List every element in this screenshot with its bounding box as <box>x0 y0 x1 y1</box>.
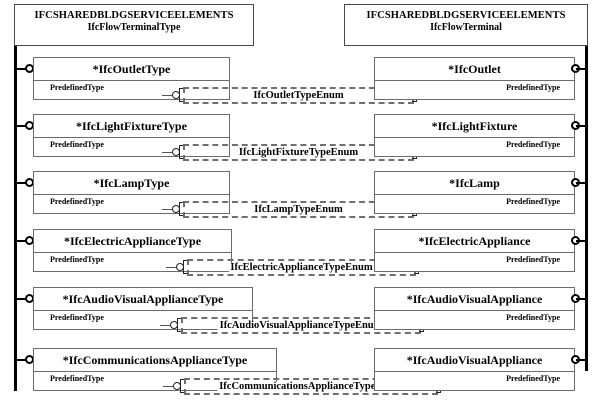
attr-link-left-1 <box>162 95 174 96</box>
attr-label-left-6: PredefinedType <box>50 374 104 383</box>
entity-box-right-2[interactable]: *IfcLightFixture PredefinedType <box>374 114 575 157</box>
attr-link-left-4 <box>166 267 178 268</box>
branch-right-2 <box>576 125 588 127</box>
attr-label-right-1: PredefinedType <box>506 83 560 92</box>
branch-right-5 <box>576 298 588 300</box>
entity-box-left-2[interactable]: *IfcLightFixtureType PredefinedType <box>33 114 230 157</box>
enum-label-5: IfcAudioVisualApplianceTypeEnum <box>217 319 385 331</box>
entity-title-right-5: *IfcAudioVisualAppliance <box>374 287 575 311</box>
enum-label-6: IfcCommunicationsApplianceTypeEnum <box>217 380 405 392</box>
branch-left-6 <box>14 359 32 361</box>
schema-entity-left: IfcFlowTerminalType <box>87 22 181 34</box>
entity-box-left-6[interactable]: *IfcCommunicationsApplianceType Predefin… <box>33 348 277 391</box>
attr-label-left-3: PredefinedType <box>50 197 104 206</box>
entity-title-left-1: *IfcOutletType <box>33 57 230 81</box>
entity-box-right-6[interactable]: *IfcAudioVisualAppliance PredefinedType <box>374 348 575 391</box>
attr-link-left-3 <box>162 209 174 210</box>
entity-title-left-3: *IfcLampType <box>33 171 230 195</box>
right-supertype-trunk <box>585 46 588 371</box>
attr-label-left-2: PredefinedType <box>50 140 104 149</box>
enum-label-2: IfcLightFixtureTypeEnum <box>236 146 361 158</box>
entity-title-left-2: *IfcLightFixtureType <box>33 114 230 138</box>
branch-right-6 <box>576 359 588 361</box>
entity-title-right-1: *IfcOutlet <box>374 57 575 81</box>
branch-right-4 <box>576 240 588 242</box>
entity-box-left-3[interactable]: *IfcLampType PredefinedType <box>33 171 230 214</box>
attr-label-right-5: PredefinedType <box>506 313 560 322</box>
schema-header-right: IFCSHAREDBLDGSERVICEELEMENTS IfcFlowTerm… <box>344 4 588 46</box>
entity-box-left-5[interactable]: *IfcAudioVisualApplianceType PredefinedT… <box>33 287 253 330</box>
entity-box-right-1[interactable]: *IfcOutlet PredefinedType <box>374 57 575 100</box>
entity-attr-right-5: PredefinedType <box>374 311 575 330</box>
attr-link-left-2 <box>162 152 174 153</box>
schema-entity-right: IfcFlowTerminal <box>430 22 502 34</box>
branch-right-1 <box>576 68 588 70</box>
attr-link-left-6 <box>163 386 175 387</box>
branch-left-5 <box>14 298 32 300</box>
entity-attr-right-6: PredefinedType <box>374 372 575 391</box>
entity-title-left-6: *IfcCommunicationsApplianceType <box>33 348 277 372</box>
entity-attr-right-4: PredefinedType <box>374 253 575 272</box>
branch-left-2 <box>14 125 32 127</box>
branch-left-4 <box>14 240 32 242</box>
entity-title-left-5: *IfcAudioVisualApplianceType <box>33 287 253 311</box>
attr-bracket-left-3 <box>179 202 184 216</box>
enum-label-1: IfcOutletTypeEnum <box>251 89 346 101</box>
entity-title-right-4: *IfcElectricAppliance <box>374 229 575 253</box>
entity-box-left-4[interactable]: *IfcElectricApplianceType PredefinedType <box>33 229 232 272</box>
entity-title-right-2: *IfcLightFixture <box>374 114 575 138</box>
entity-box-left-1[interactable]: *IfcOutletType PredefinedType <box>33 57 230 100</box>
attr-bracket-left-4 <box>183 260 188 274</box>
attr-bracket-left-2 <box>179 145 184 159</box>
entity-box-right-5[interactable]: *IfcAudioVisualAppliance PredefinedType <box>374 287 575 330</box>
attr-label-right-4: PredefinedType <box>506 255 560 264</box>
entity-title-left-4: *IfcElectricApplianceType <box>33 229 232 253</box>
attr-label-left-4: PredefinedType <box>50 255 104 264</box>
attr-bracket-left-1 <box>179 88 184 102</box>
entity-title-right-6: *IfcAudioVisualAppliance <box>374 348 575 372</box>
attr-label-left-5: PredefinedType <box>50 313 104 322</box>
attr-link-left-5 <box>160 325 172 326</box>
branch-left-1 <box>14 68 32 70</box>
entity-title-right-3: *IfcLamp <box>374 171 575 195</box>
enum-label-4: IfcElectricApplianceTypeEnum <box>228 261 375 273</box>
attr-label-right-2: PredefinedType <box>506 140 560 149</box>
attr-label-left-1: PredefinedType <box>50 83 104 92</box>
enum-label-3: IfcLampTypeEnum <box>252 203 345 215</box>
entity-attr-left-2: PredefinedType <box>33 138 230 157</box>
entity-attr-left-3: PredefinedType <box>33 195 230 214</box>
attr-label-right-3: PredefinedType <box>506 197 560 206</box>
entity-box-right-4[interactable]: *IfcElectricAppliance PredefinedType <box>374 229 575 272</box>
schema-name-left: IFCSHAREDBLDGSERVICEELEMENTS <box>34 10 234 21</box>
attr-bracket-left-6 <box>180 379 185 393</box>
entity-box-right-3[interactable]: *IfcLamp PredefinedType <box>374 171 575 214</box>
entity-attr-left-1: PredefinedType <box>33 81 230 100</box>
entity-attr-right-2: PredefinedType <box>374 138 575 157</box>
attr-bracket-left-5 <box>177 318 182 332</box>
schema-header-left: IFCSHAREDBLDGSERVICEELEMENTS IfcFlowTerm… <box>14 4 254 46</box>
entity-attr-right-1: PredefinedType <box>374 81 575 100</box>
branch-right-3 <box>576 182 588 184</box>
attr-label-right-6: PredefinedType <box>506 374 560 383</box>
left-supertype-trunk <box>14 46 17 391</box>
entity-attr-right-3: PredefinedType <box>374 195 575 214</box>
branch-left-3 <box>14 182 32 184</box>
schema-name-right: IFCSHAREDBLDGSERVICEELEMENTS <box>366 10 566 21</box>
